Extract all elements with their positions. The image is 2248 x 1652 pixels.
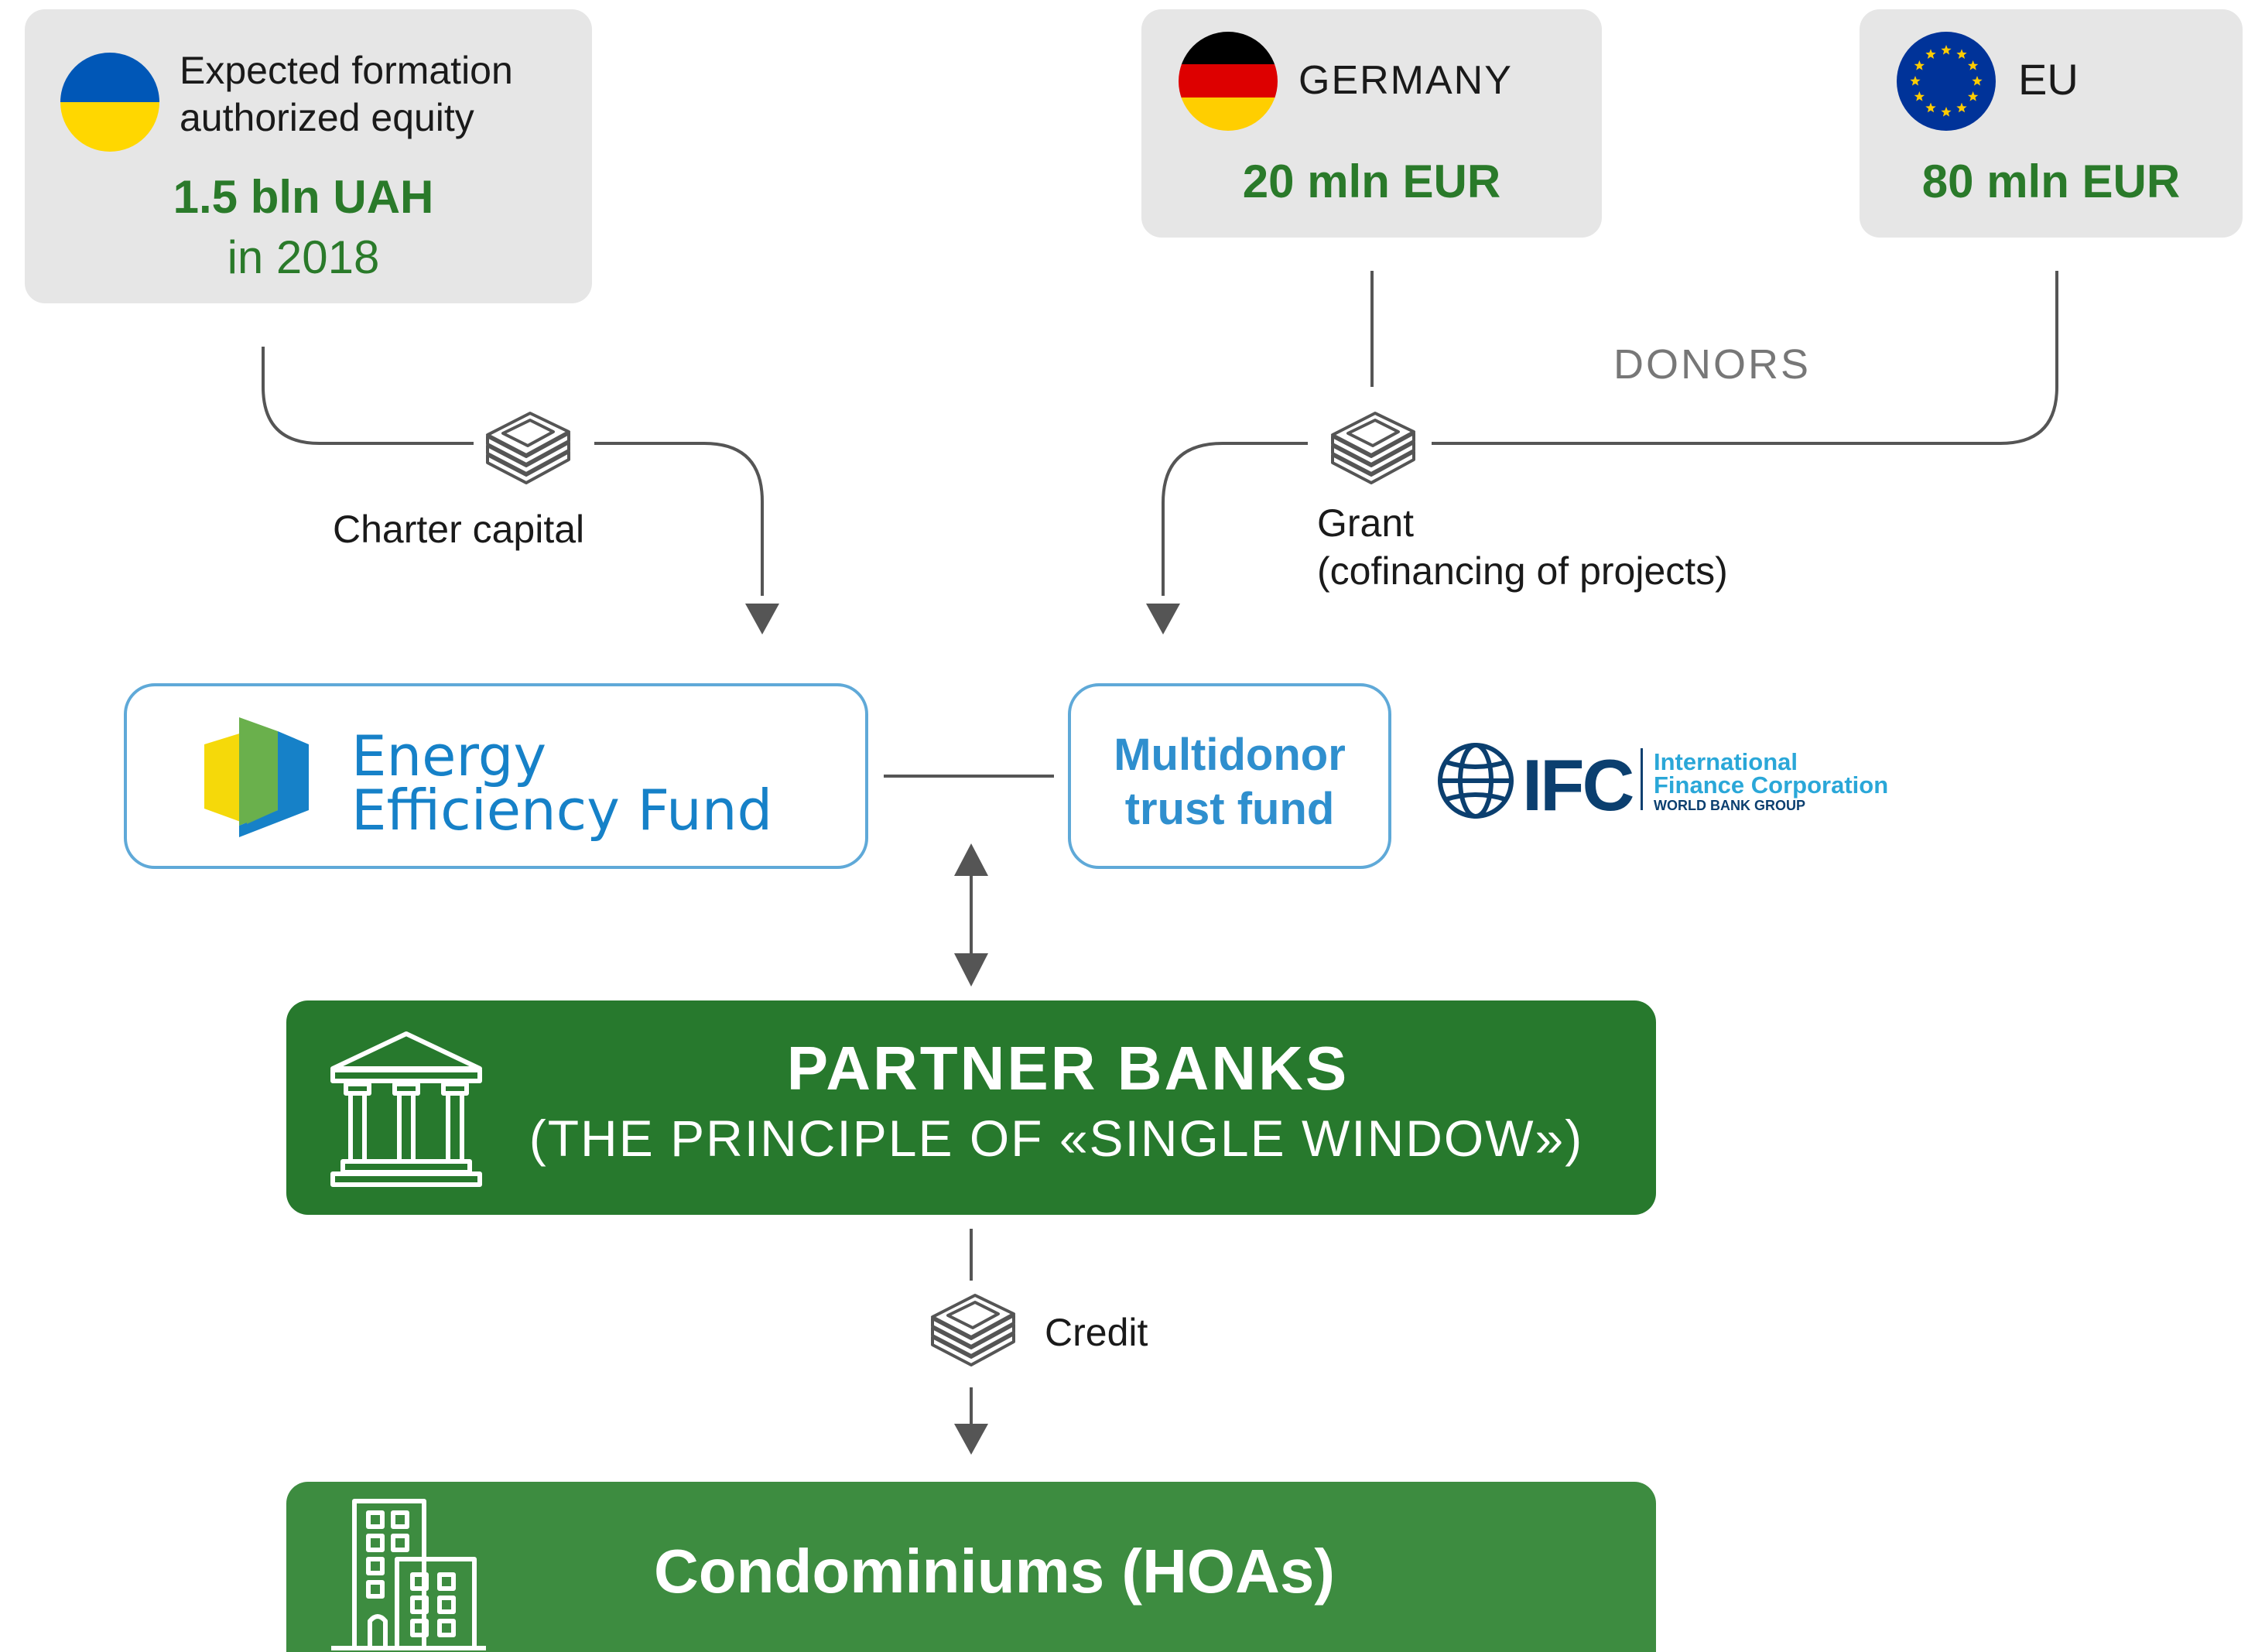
eu-star-icon [1941,45,1952,55]
eu-label: EU [2018,55,2079,104]
eu-star-icon [1925,102,1936,113]
credit-label: Credit [1045,1311,1148,1354]
energy-fund-name-line2: Efficiency Fund [351,778,773,843]
arrow-up-bidirectional [954,843,988,876]
charter-capital-line-right [594,442,764,596]
ifc-name-line2: Finance Corporation [1654,771,1889,799]
ifc-divider [1641,748,1643,810]
grant-label-line2: (cofinancing of projects) [1317,549,1728,593]
ukraine-text-line1: Expected formation [180,49,513,92]
eu-star-icon [1941,107,1952,117]
eu-donor-box: EU 80 mln EUR [1860,9,2243,238]
bank-building-icon [330,1031,482,1187]
ukraine-year: in 2018 [227,231,380,283]
eu-star-icon [1956,102,1967,113]
eu-star-icon [1967,60,1979,70]
energy-fund-name-line1: Energy [351,723,547,788]
ifc-logo-text: IFC [1522,744,1634,826]
globe-icon [1438,743,1514,819]
eu-donor-line [1432,271,2058,445]
germany-donor-box: GERMANY 20 mln EUR [1141,9,1602,238]
germany-amount: 20 mln EUR [1242,156,1501,207]
arrow-to-multidonor [1146,604,1180,634]
germany-flag-icon [1179,32,1278,131]
germany-label: GERMANY [1299,58,1513,103]
energy-efficiency-fund-logo-icon [204,717,309,837]
ukraine-flag-icon [60,53,159,152]
eu-star-icon [1914,91,1925,101]
eu-star-icon [1967,91,1979,101]
condominiums-title: Condominiums (HOAs) [654,1537,1335,1606]
charter-capital-line-left [262,347,474,445]
condominiums-box: Condominiums (HOAs) [286,1482,1656,1652]
ifc-logo: IFC International Finance Corporation WO… [1435,739,1900,826]
eu-star-icon [1910,76,1921,86]
ukraine-equity-box: Expected formation authorized equity 1.5… [25,9,592,303]
energy-efficiency-fund-box: Energy Efficiency Fund [124,683,868,869]
money-stack-icon [486,412,570,484]
eu-star-icon [1914,60,1925,70]
partner-banks-title: PARTNER BANKS [786,1034,1350,1103]
grant-line-left [1162,442,1308,596]
ukraine-amount: 1.5 bln UAH [173,171,434,223]
eu-flag-icon [1897,32,1996,131]
money-stack-icon [1331,412,1415,484]
multidonor-line2: trust fund [1124,784,1335,834]
ifc-group: WORLD BANK GROUP [1654,798,1805,813]
grant-label-line1: Grant [1317,501,1415,545]
eu-star-icon [1972,76,1983,86]
eu-star-icon [1956,49,1967,60]
charter-capital-label: Charter capital [333,508,585,551]
partner-banks-subtitle: (THE PRINCIPLE OF «SINGLE WINDOW») [529,1110,1584,1167]
arrow-to-energy-fund [745,604,779,634]
multidonor-trust-fund-box: Multidonor trust fund [1068,683,1391,869]
donors-label: DONORS [1613,341,1812,388]
eu-amount: 80 mln EUR [1921,156,2181,207]
multidonor-line1: Multidonor [1114,730,1346,780]
ukraine-text-line2: authorized equity [180,96,474,139]
eu-star-icon [1925,49,1936,60]
arrow-down-bidirectional [954,953,988,987]
partner-banks-box: PARTNER BANKS (THE PRINCIPLE OF «SINGLE … [286,1000,1656,1215]
ifc-name-line1: International [1654,748,1798,775]
money-stack-icon [931,1294,1015,1366]
arrow-to-condominiums [954,1424,988,1455]
apartment-building-icon [331,1499,486,1650]
